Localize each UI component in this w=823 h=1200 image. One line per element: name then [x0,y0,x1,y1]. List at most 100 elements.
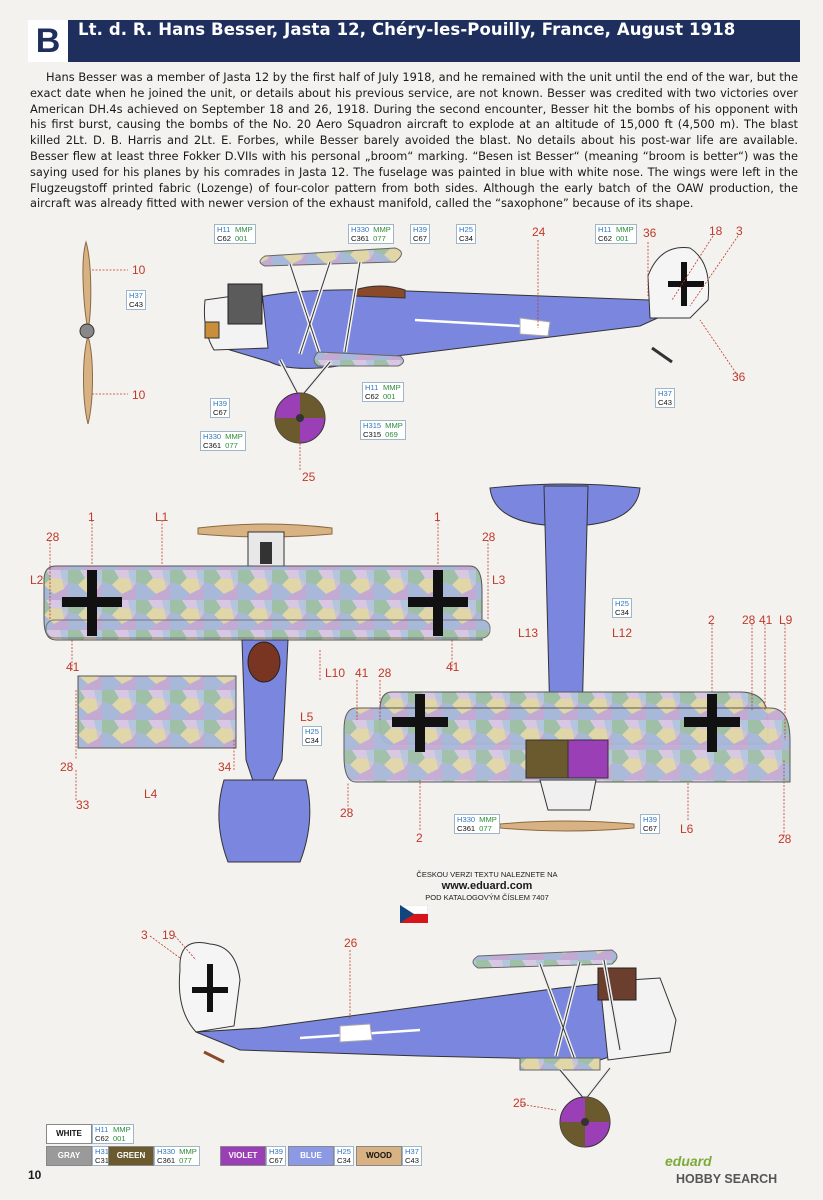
callout-L4: L4 [144,787,158,801]
nose-bottom [539,779,597,811]
biography-text: Hans Besser was a member of Jasta 12 by … [30,70,798,211]
broom-handle [414,318,521,328]
fuselage-side-right [195,979,661,1061]
czech-version-note: ČESKOU VERZI TEXTU NALEZNETE NA www.edua… [392,870,582,923]
legend-violet-c: C67 [269,1156,283,1165]
legend-white-m: MMP [112,1125,131,1134]
callout-24: 24 [532,225,546,239]
callout-28-far: 28 [778,832,792,846]
callout-L6: L6 [680,822,694,836]
wing-cross-right [408,570,468,636]
lower-wing-edge [313,351,404,367]
legend-gray-h: H315 [95,1147,114,1156]
callout-28-bottomleft: 28 [378,666,392,680]
callout-2-left: 2 [416,831,423,845]
callout-L2: L2 [30,573,44,587]
callout-10-upper: 10 [132,263,146,277]
profile-letter: B [28,20,68,62]
callout-3-lower: 3 [141,928,148,942]
page-title: Lt. d. R. Hans Besser, Jasta 12, Chéry-l… [78,20,736,39]
radiator-cap [204,321,220,339]
legend-green-n: 077 [179,1156,192,1165]
callout-3-upper: 3 [736,224,743,238]
wheel-fairing-violet [567,739,609,779]
legend-blue-h: H25 [337,1147,351,1156]
legend-wood-h: H37 [405,1147,419,1156]
engine-right [597,967,637,1001]
czech-note-line3: POD KATALOGOVÝM ČÍSLEM 7407 [425,893,549,902]
header-bar: B Lt. d. R. Hans Besser, Jasta 12, Chéry… [28,20,800,62]
wheel-fairing-green [525,739,569,779]
callout-L13: L13 [518,626,539,640]
propeller-lower-blade [83,334,93,425]
callout-25-lower: 25 [513,1096,527,1110]
legend-green-m: MMP [179,1147,197,1156]
cockpit-rim [354,285,406,299]
legend-gray-c: C315 [95,1156,114,1165]
czech-flag-icon [400,905,428,923]
callout-18: 18 [709,224,723,238]
fuselage-bottom [543,485,589,721]
top-view [43,523,491,863]
propeller-top [197,523,333,538]
legend-violet-h: H39 [269,1147,283,1156]
rudder-cross-right [192,964,228,1012]
callout-41-bottomleft: 41 [355,666,369,680]
propeller-hub [79,323,95,339]
callout-L10: L10 [325,666,346,680]
callout-36-upper: 36 [643,226,657,240]
callout-10-lower: 10 [132,388,146,402]
legend-chip-violet: VIOLET [220,1146,266,1166]
upper-wing-edge-right [472,949,618,969]
propeller-bottom [499,820,635,832]
callout-41-bottomright: 41 [759,613,773,627]
callout-L3: L3 [492,573,506,587]
broom-head [519,317,551,337]
callout-34: 34 [218,760,232,774]
legend-white-c: C62 [95,1134,109,1143]
callout-33: 33 [76,798,90,812]
lower-wing-top-left [77,675,237,749]
callout-41-left: 41 [66,660,80,674]
legend-chip-blue: BLUE [288,1146,334,1166]
engine-block [227,283,263,325]
eduard-url-link[interactable]: www.eduard.com [441,880,533,892]
legend-white-n: 001 [112,1134,126,1143]
cockpit-top [247,641,281,683]
callout-1-right: 1 [434,510,441,524]
bottom-cross-right [684,694,740,752]
czech-note-line1: ČESKOU VERZI TEXTU NALEZNETE NA [416,870,558,879]
callout-1-left: 1 [88,510,95,524]
side-view-left [79,240,710,444]
callout-25-upper: 25 [302,470,316,484]
side-view-right [178,942,677,1148]
callout-28-lw: 28 [60,760,74,774]
legend-white-h: H11 [95,1125,109,1134]
legend-chip-green: GREEN [108,1146,154,1166]
callout-L12: L12 [612,626,633,640]
callout-19: 19 [162,928,176,942]
callout-28-topleft: 28 [46,530,60,544]
callout-41-right: 41 [446,660,460,674]
legend-chip-wood: WOOD [356,1146,402,1166]
legend-chip-gray: GRAY [46,1146,92,1166]
callout-2-right: 2 [708,613,715,627]
bottom-view [343,483,791,832]
